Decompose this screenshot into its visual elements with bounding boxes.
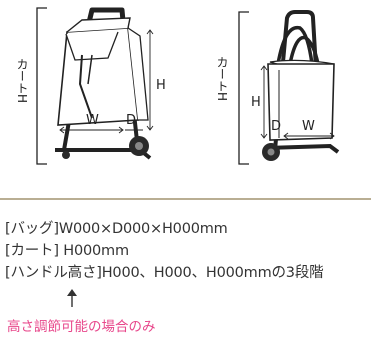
left-w-label: W <box>86 113 99 128</box>
left-d-label: D <box>126 113 136 128</box>
spec-cart-value: H000mm <box>58 243 129 259</box>
spec-bag-label: [バッグ] <box>5 221 59 237</box>
right-cart-illustration <box>238 10 340 165</box>
right-w-label: W <box>302 119 315 134</box>
spec-handle: [ハンドル高さ]H000、H000、H000mmの3段階 <box>5 262 369 284</box>
spec-cart: [カート] H000mm <box>5 240 369 262</box>
product-dimension-diagram: カートH H W D カートH H D W <box>15 7 340 165</box>
up-arrow-icon <box>67 289 77 307</box>
left-cart-illustration <box>36 7 154 165</box>
spec-cart-label: [カート] <box>5 243 59 259</box>
right-h-label: H <box>251 95 261 110</box>
spec-handle-label: [ハンドル高さ] <box>5 265 102 281</box>
spec-bag-value: W000×D000×H000mm <box>58 221 228 237</box>
section-divider <box>0 198 371 200</box>
spec-handle-value: H000、H000、H000mmの3段階 <box>101 265 324 281</box>
right-cart-height-label: カートH <box>215 56 229 101</box>
right-d-label: D <box>271 119 281 134</box>
left-h-label: H <box>156 78 166 93</box>
spec-bag: [バッグ]W000×D000×H000mm <box>5 218 369 240</box>
left-cart-height-label: カートH <box>15 58 29 103</box>
height-adjustable-note: 高さ調節可能の場合のみ <box>7 319 156 335</box>
spec-list: [バッグ]W000×D000×H000mm [カート] H000mm [ハンドル… <box>5 218 369 284</box>
